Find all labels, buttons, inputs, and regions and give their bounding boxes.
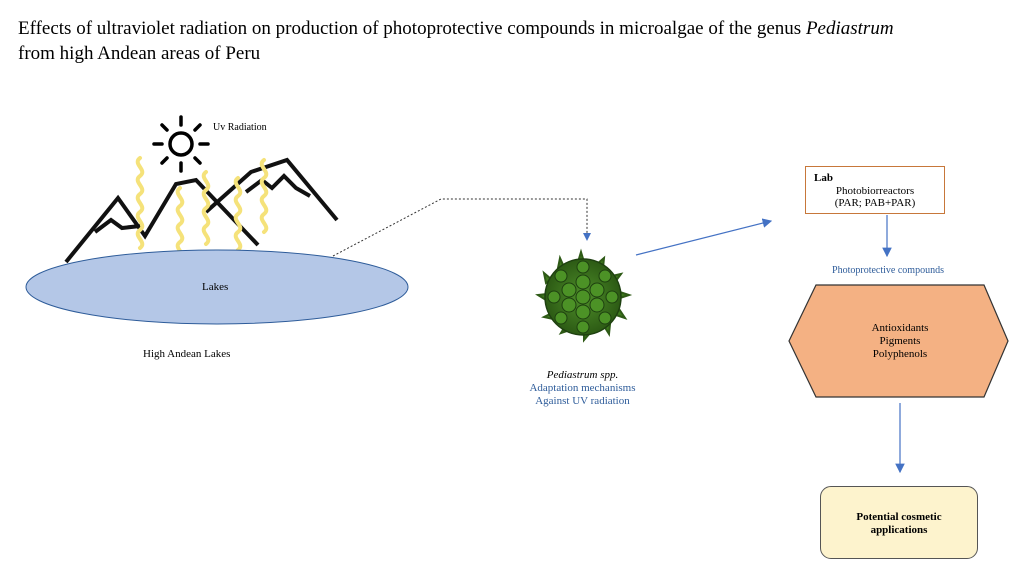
lab-line2: (PAR; PAB+PAR) [834,197,916,209]
algae-to-lab-arrow [635,218,773,256]
cosmetic-box: Potential cosmetic applications [820,486,978,559]
title-italic: Pediastrum [805,18,894,39]
species-label: Pediastrum spp. [546,369,619,381]
title-line2: from high Andean areas of Peru [18,43,261,64]
mountain-icon [64,157,339,264]
lab-line1: Photobiorreactors [835,185,915,197]
adaptation-label: Adaptation mechanisms [529,382,636,394]
compounds-hexagon [788,284,1009,398]
lakes-label: Lakes [202,281,229,293]
lake-to-algae-connector [332,198,591,257]
cosmetic-line2: applications [870,524,928,536]
title-text: Effects of ultraviolet radiation on prod… [18,18,806,39]
lake-ellipse [25,249,409,325]
diagram-title: Effects of ultraviolet radiation on prod… [18,16,1018,66]
lab-box: Lab Photobiorreactors (PAR; PAB+PAR) [805,166,945,214]
compound-antioxidants: Antioxidants [871,322,929,334]
compound-polyphenols: Polyphenols [872,348,928,360]
pediastrum-algae-icon [535,248,633,343]
cosmetic-line1: Potential cosmetic [856,511,942,523]
lab-heading: Lab [814,172,833,184]
photoprotective-label: Photoprotective compounds [832,265,944,276]
high-andean-lakes-caption: High Andean Lakes [143,348,231,360]
sun-icon [152,115,210,173]
uv-wave-icon [135,156,269,262]
uv-radiation-label: Uv Radiation [213,122,267,133]
compound-pigments: Pigments [879,335,921,347]
against-uv-label: Against UV radiation [535,395,630,407]
